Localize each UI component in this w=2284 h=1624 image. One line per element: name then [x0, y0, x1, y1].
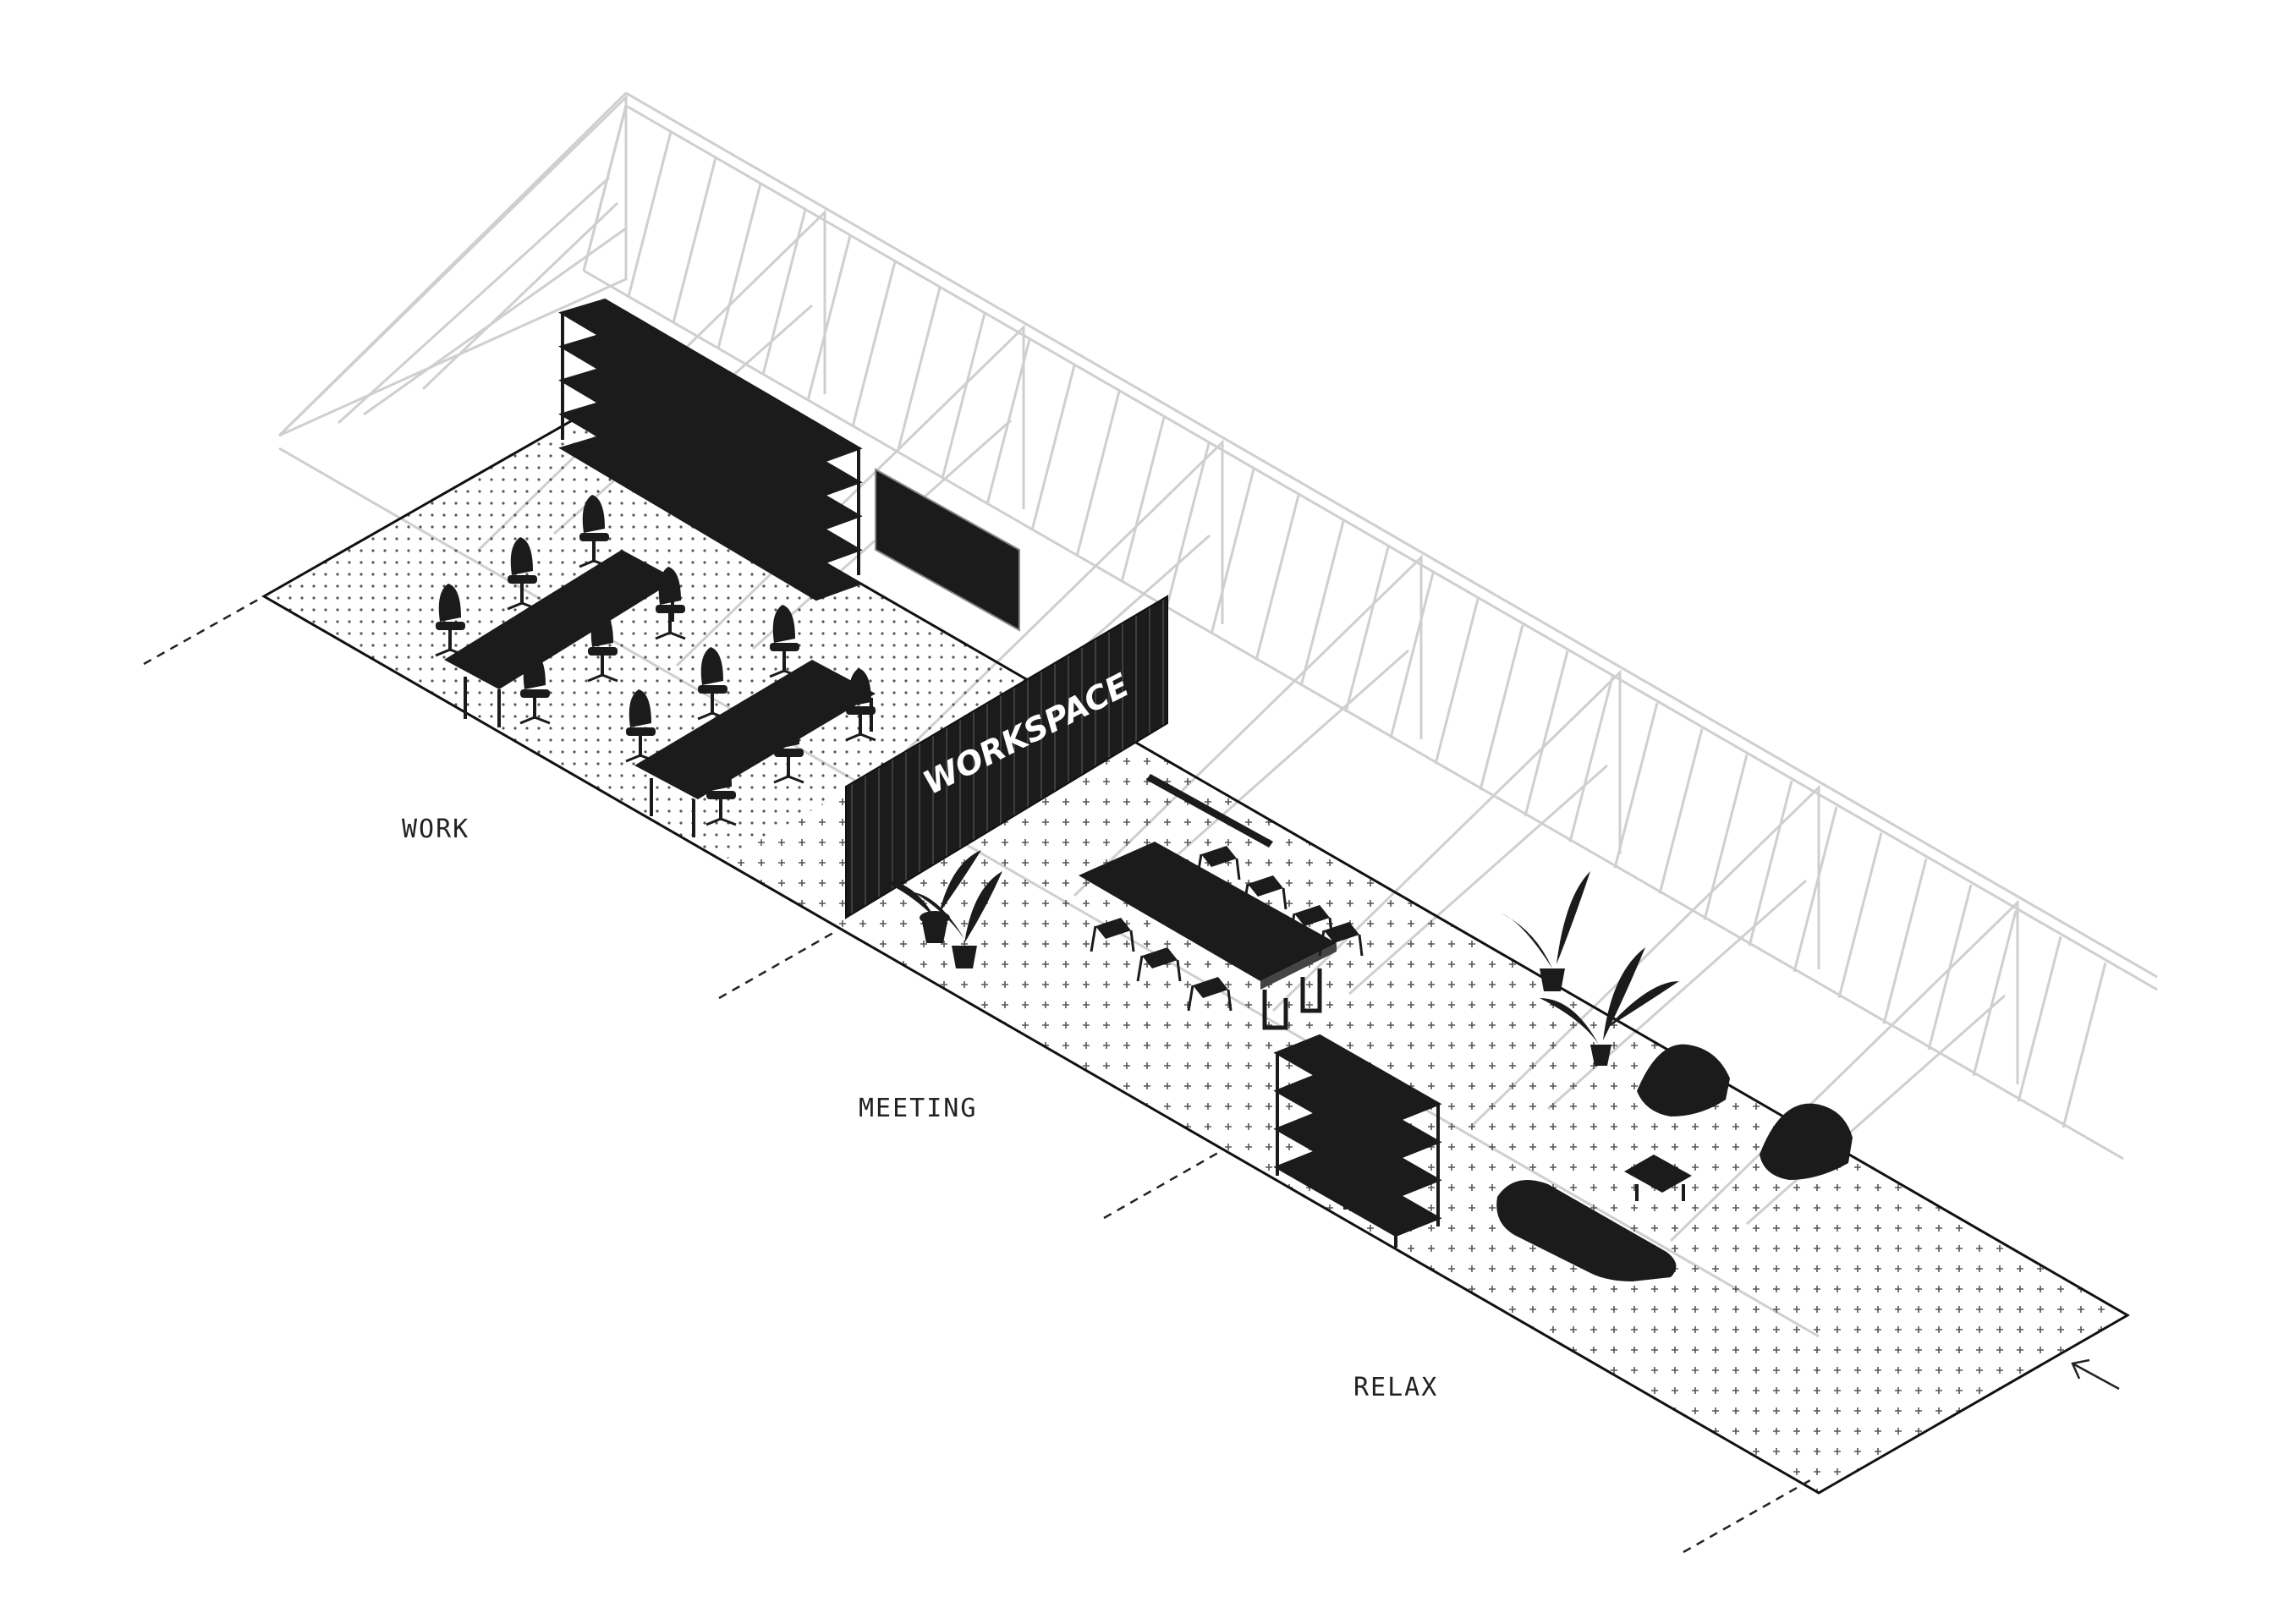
office-chair: [845, 668, 876, 742]
lounge-armchairs: [1637, 1044, 1853, 1180]
floor-relax: [1180, 946, 2128, 1493]
office-chair: [587, 609, 618, 683]
meeting-chair: [1136, 947, 1182, 982]
roof-structure: [277, 91, 2158, 1338]
office-chair: [655, 567, 686, 640]
office-chair: [435, 584, 466, 657]
zone-dividers: [143, 595, 1811, 1554]
meeting-chair: [1090, 918, 1135, 952]
wall-light-bar: [1146, 774, 1273, 848]
meeting-chair: [1187, 977, 1233, 1012]
office-chair: [625, 689, 656, 763]
office-chair: [519, 651, 551, 725]
office-chair: [579, 495, 610, 568]
coffee-table: [1624, 1155, 1692, 1201]
plants-meeting: [880, 850, 1002, 968]
office-chair: [697, 647, 728, 721]
office-chair: [706, 753, 737, 826]
meeting-table: [1079, 842, 1337, 1030]
meeting-chairs: [1090, 846, 1364, 1012]
office-chair: [773, 710, 804, 784]
meeting-chair: [1195, 846, 1241, 881]
meeting-chair: [1242, 875, 1287, 910]
zone-label-meeting: MEETING: [859, 1094, 977, 1123]
shelving-unit-low: [1273, 1034, 1442, 1248]
zone-label-work: WORK: [402, 815, 469, 844]
floor-outline: [261, 417, 2131, 1495]
floor-work: [264, 419, 1032, 861]
plants-relax: [1502, 871, 1679, 1066]
arrow-up-left-icon: [2071, 1358, 2120, 1391]
sofa: [1496, 1180, 1677, 1281]
wall-board: [875, 468, 1020, 632]
zone-label-relax: RELAX: [1353, 1373, 1438, 1402]
floor: [261, 417, 2131, 1495]
office-chair: [507, 537, 538, 611]
office-chairs: [435, 495, 876, 826]
tall-shelving-unit: [558, 298, 863, 601]
meeting-chair: [1318, 922, 1364, 957]
office-chair: [769, 605, 800, 678]
